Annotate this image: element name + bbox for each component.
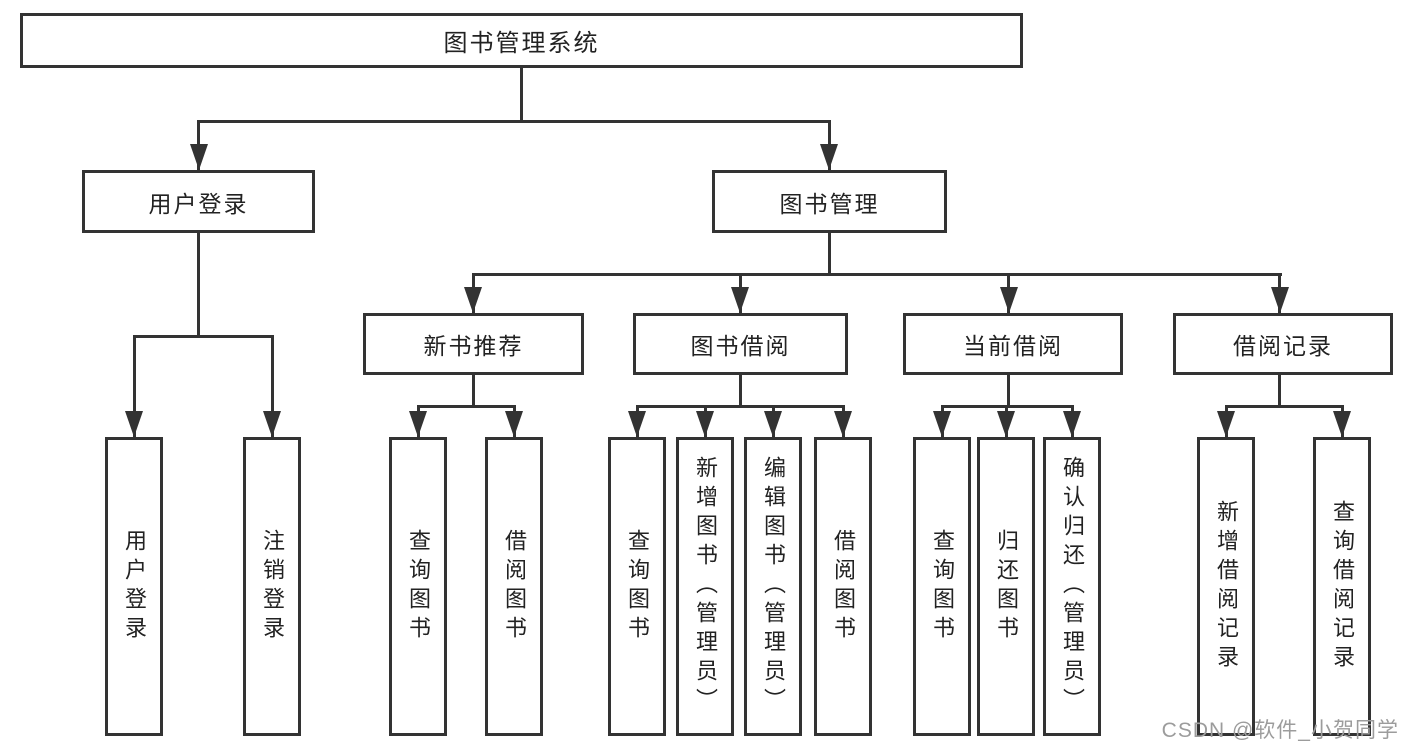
node-new-book-recommend-label: 新书推荐 [423, 333, 524, 359]
connector-book-management-bar [472, 273, 1282, 276]
arrowhead-to-leaf-query-book-current [933, 411, 951, 437]
arrowhead-to-leaf-user-login [125, 411, 143, 437]
connector-user-login-stem [197, 233, 200, 335]
node-leaf-query-borrow-record: 查询借阅记录 [1313, 437, 1371, 736]
node-leaf-add-borrow-record-label: 新增借阅记录 [1214, 499, 1239, 674]
node-root-label: 图书管理系统 [443, 30, 600, 57]
arrowhead-to-leaf-add-borrow-record [1217, 411, 1235, 437]
node-leaf-query-book-current: 查询图书 [913, 437, 971, 736]
node-current-borrow: 当前借阅 [903, 313, 1123, 375]
connector-new-book-recommend-bar [417, 405, 515, 408]
node-leaf-borrow-book-label: 借阅图书 [831, 528, 856, 645]
node-leaf-return-book: 归还图书 [977, 437, 1035, 736]
node-book-management-label: 图书管理 [779, 190, 880, 217]
node-leaf-return-book-label: 归还图书 [994, 528, 1019, 645]
arrowhead-to-new-book-recommend [464, 287, 482, 313]
node-user-login: 用户登录 [82, 170, 315, 233]
node-leaf-query-book-borrow-label: 查询图书 [625, 528, 650, 645]
arrowhead-to-borrow-record [1271, 287, 1289, 313]
node-leaf-borrow-book-recommend: 借阅图书 [485, 437, 543, 736]
node-leaf-query-book-recommend-label: 查询图书 [406, 528, 431, 645]
node-leaf-logout-label: 注销登录 [260, 528, 285, 645]
arrowhead-to-current-borrow [1000, 287, 1018, 313]
arrowhead-to-leaf-query-book-borrow [628, 411, 646, 437]
connector-book-management-stem [828, 233, 831, 273]
node-leaf-borrow-book: 借阅图书 [814, 437, 872, 736]
node-borrow-record: 借阅记录 [1173, 313, 1393, 375]
arrowhead-to-leaf-return-book [997, 411, 1015, 437]
arrowhead-to-leaf-query-borrow-record [1333, 411, 1351, 437]
node-leaf-borrow-book-recommend-label: 借阅图书 [502, 528, 527, 645]
node-leaf-edit-book-admin-label: 编辑图书（管理员） [761, 456, 786, 717]
arrowhead-to-book-management [820, 144, 838, 170]
arrowhead-to-leaf-edit-book [764, 411, 782, 437]
node-book-borrow-label: 图书借阅 [690, 333, 791, 359]
node-leaf-confirm-return-admin: 确认归还（管理员） [1043, 437, 1101, 736]
connector-user-login-bar [133, 335, 273, 338]
arrowhead-to-leaf-borrow-book-recommend [505, 411, 523, 437]
node-leaf-user-login: 用户登录 [105, 437, 163, 736]
node-leaf-confirm-return-admin-label: 确认归还（管理员） [1060, 456, 1085, 717]
arrowhead-to-leaf-logout [263, 411, 281, 437]
arrowhead-to-leaf-confirm-return [1063, 411, 1081, 437]
connector-to-leaf-logout-stem [271, 335, 274, 437]
arrowhead-to-leaf-query-book-recommend [409, 411, 427, 437]
arrowhead-to-user-login [190, 144, 208, 170]
node-book-borrow: 图书借阅 [633, 313, 848, 375]
arrowhead-to-leaf-borrow-book [834, 411, 852, 437]
csdn-watermark: CSDN @软件_小贺同学 [1161, 719, 1399, 742]
connector-borrow-record-bar [1225, 405, 1343, 408]
connector-borrow-record-stem [1278, 375, 1281, 405]
node-user-login-label: 用户登录 [148, 190, 249, 217]
connector-root-bar [197, 120, 830, 123]
node-leaf-edit-book-admin: 编辑图书（管理员） [744, 437, 802, 736]
node-borrow-record-label: 借阅记录 [1233, 333, 1333, 359]
node-leaf-user-login-label: 用户登录 [122, 528, 147, 645]
connector-root-stem [520, 68, 523, 120]
node-leaf-logout: 注销登录 [243, 437, 301, 736]
arrowhead-to-leaf-add-book [696, 411, 714, 437]
node-current-borrow-label: 当前借阅 [963, 333, 1063, 359]
node-leaf-query-book-current-label: 查询图书 [930, 528, 955, 645]
connector-book-borrow-bar [636, 405, 844, 408]
node-leaf-add-borrow-record: 新增借阅记录 [1197, 437, 1255, 736]
node-leaf-add-book-admin-label: 新增图书（管理员） [693, 456, 718, 717]
node-new-book-recommend: 新书推荐 [363, 313, 584, 375]
connector-current-borrow-stem [1007, 375, 1010, 405]
connector-book-borrow-stem [739, 375, 742, 405]
node-leaf-query-book-borrow: 查询图书 [608, 437, 666, 736]
node-root-library-management-system: 图书管理系统 [20, 13, 1023, 68]
node-book-management: 图书管理 [712, 170, 947, 233]
connector-new-book-recommend-stem [472, 375, 475, 405]
node-leaf-query-book-recommend: 查询图书 [389, 437, 447, 736]
arrowhead-to-book-borrow [731, 287, 749, 313]
node-leaf-query-borrow-record-label: 查询借阅记录 [1330, 499, 1355, 674]
connector-to-leaf-user-login-stem [133, 335, 136, 437]
node-leaf-add-book-admin: 新增图书（管理员） [676, 437, 734, 736]
